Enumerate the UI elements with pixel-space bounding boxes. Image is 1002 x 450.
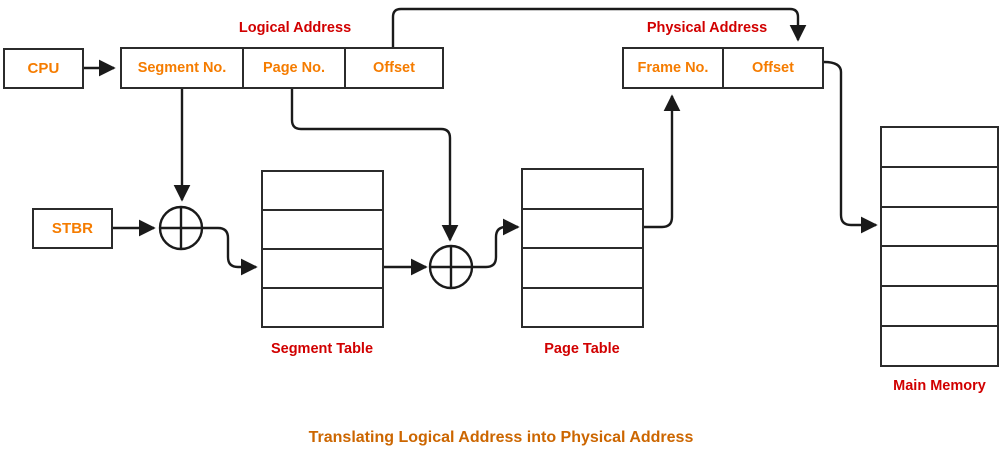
table-row[interactable] <box>523 249 642 289</box>
segment-table[interactable] <box>261 170 384 328</box>
table-row[interactable] <box>263 172 382 211</box>
physical-address-frame-no-cell[interactable]: Frame No. <box>622 47 724 89</box>
wire-physical-address-to-main-memory <box>823 60 878 234</box>
table-row[interactable] <box>523 170 642 210</box>
wire-adder-to-page-table <box>472 218 520 269</box>
table-row[interactable] <box>882 208 997 248</box>
table-row[interactable] <box>882 327 997 365</box>
logical-address-page-no-cell[interactable]: Page No. <box>242 47 346 89</box>
table-row[interactable] <box>882 168 997 208</box>
stbr-box[interactable]: STBR <box>32 208 113 249</box>
logical-address-offset-cell[interactable]: Offset <box>344 47 444 89</box>
page-table-address-adder <box>428 244 474 290</box>
table-row[interactable] <box>523 289 642 327</box>
wire-page-table-to-frame-no <box>644 94 681 229</box>
table-row[interactable] <box>882 287 997 328</box>
physical-address-offset-cell[interactable]: Offset <box>722 47 824 89</box>
physical-address-label: Physical Address <box>646 20 768 36</box>
table-row[interactable] <box>882 247 997 288</box>
table-row[interactable] <box>263 289 382 326</box>
table-row[interactable] <box>523 210 642 249</box>
cpu-box[interactable]: CPU <box>3 48 84 89</box>
page-table-label: Page Table <box>544 341 620 357</box>
main-memory-table[interactable] <box>880 126 999 367</box>
table-row[interactable] <box>882 128 997 168</box>
wire-adder-to-segment-table <box>201 226 258 276</box>
diagram-caption: Translating Logical Address into Physica… <box>308 429 694 446</box>
main-memory-label: Main Memory <box>893 378 986 394</box>
logical-address-label: Logical Address <box>238 20 352 36</box>
logical-address-segment-no-cell[interactable]: Segment No. <box>120 47 244 89</box>
page-table[interactable] <box>521 168 644 328</box>
segment-table-address-adder <box>158 205 204 251</box>
table-row[interactable] <box>263 250 382 289</box>
table-row[interactable] <box>263 211 382 250</box>
segment-table-label: Segment Table <box>270 341 374 357</box>
